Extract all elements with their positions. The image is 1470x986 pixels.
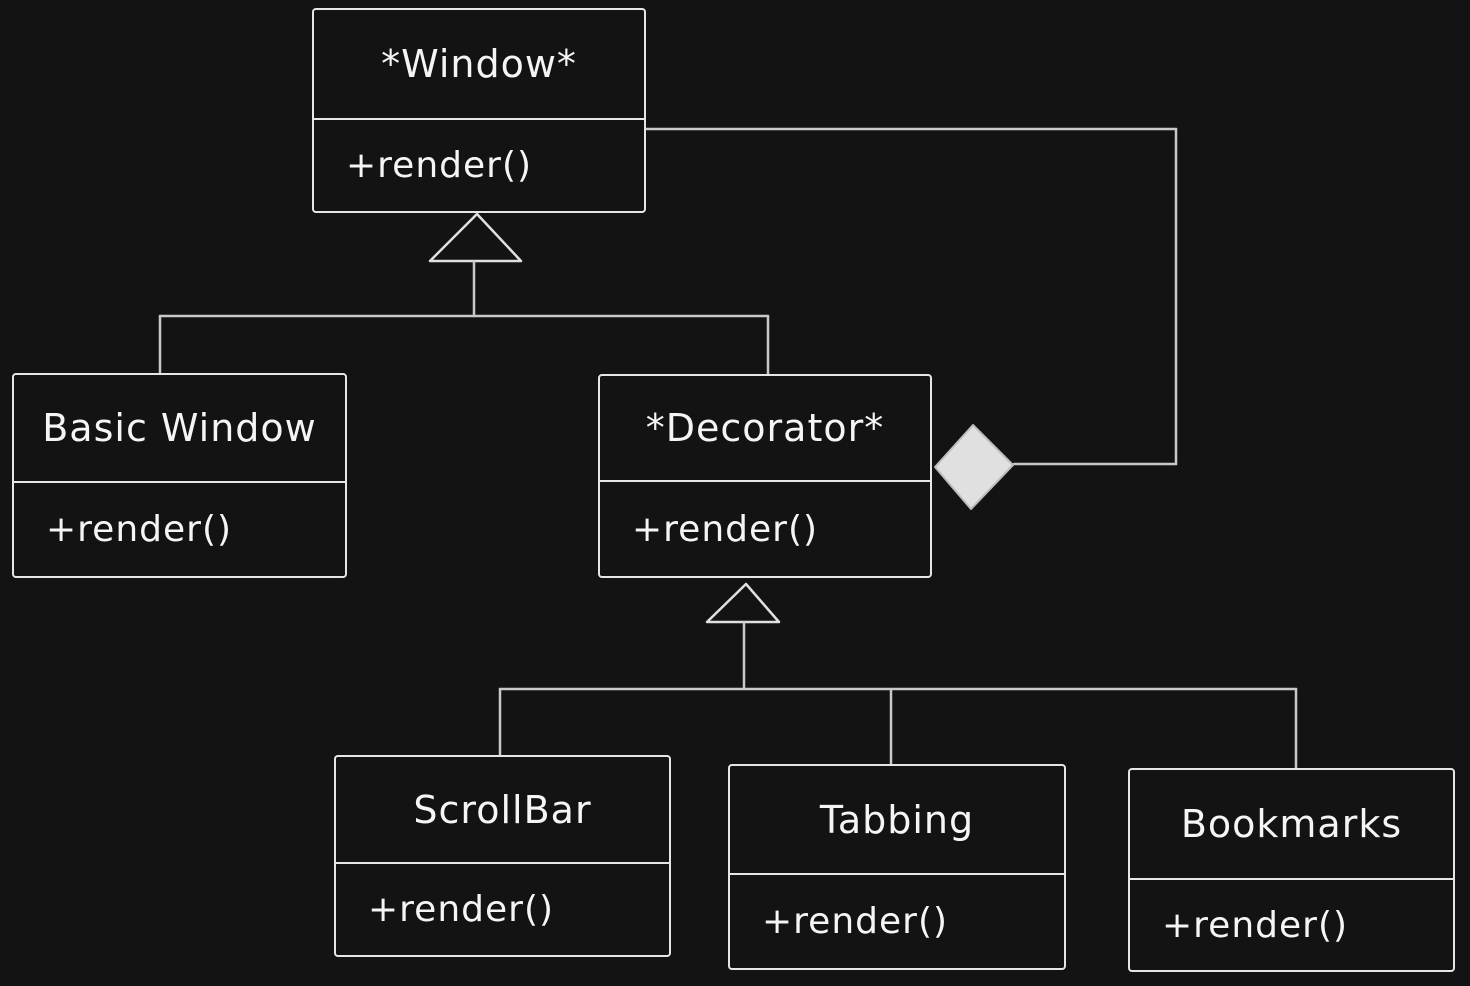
class-title: Basic Window bbox=[14, 375, 345, 483]
class-method: +render() bbox=[46, 509, 233, 550]
class-box-window[interactable]: *Window* +render() bbox=[312, 8, 646, 213]
class-title: Tabbing bbox=[730, 766, 1064, 875]
class-method: +render() bbox=[1162, 904, 1349, 946]
class-method: +render() bbox=[346, 145, 533, 186]
class-title: Bookmarks bbox=[1130, 770, 1453, 880]
class-box-tabbing[interactable]: Tabbing +render() bbox=[728, 764, 1066, 970]
class-box-scrollbar[interactable]: ScrollBar +render() bbox=[334, 755, 671, 957]
class-box-bookmarks[interactable]: Bookmarks +render() bbox=[1128, 768, 1455, 972]
class-method: +render() bbox=[762, 901, 949, 942]
inheritance-triangle-icon[interactable] bbox=[705, 582, 781, 624]
class-method: +render() bbox=[368, 889, 555, 930]
class-title: *Window* bbox=[314, 10, 644, 120]
class-method: +render() bbox=[632, 508, 819, 550]
class-box-basic-window[interactable]: Basic Window +render() bbox=[12, 373, 347, 578]
inheritance-triangle-icon[interactable] bbox=[428, 212, 523, 263]
class-title: ScrollBar bbox=[336, 757, 669, 864]
aggregation-diamond-icon[interactable] bbox=[934, 424, 1014, 510]
class-box-decorator[interactable]: *Decorator* +render() bbox=[598, 374, 932, 578]
class-title: *Decorator* bbox=[600, 376, 930, 482]
